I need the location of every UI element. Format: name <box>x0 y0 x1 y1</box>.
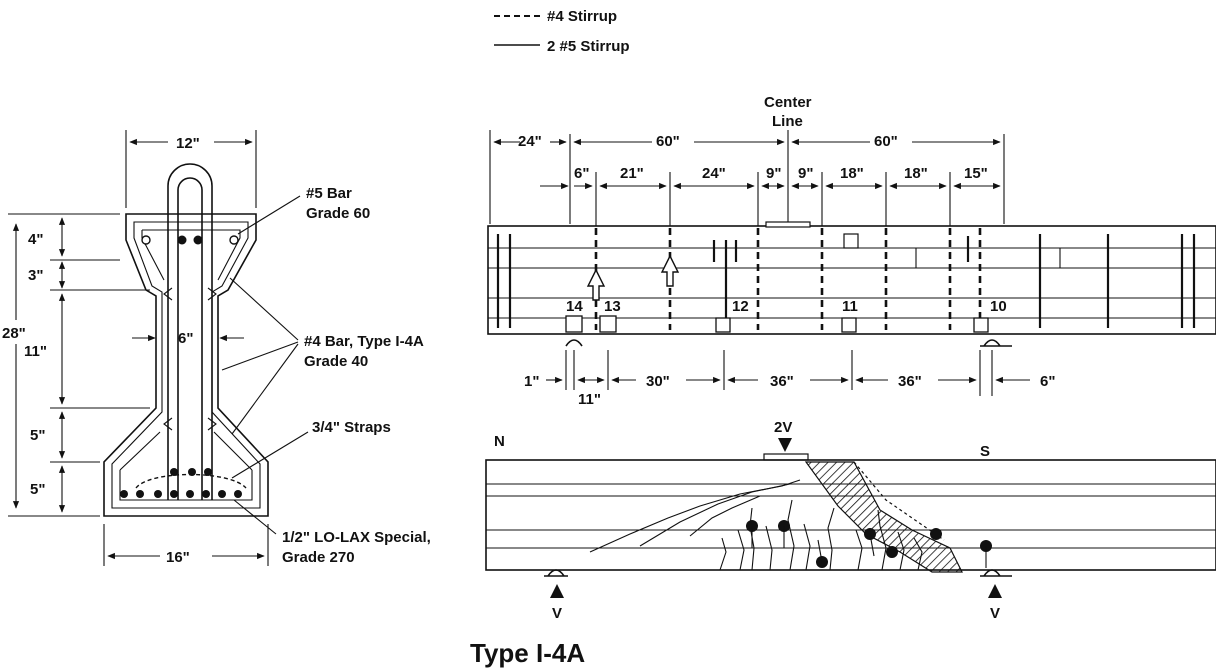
dim-stirrup-21: 21" <box>620 165 644 182</box>
center-line-label-2: Line <box>772 113 803 130</box>
dim-bottom-6: 6" <box>1040 373 1055 390</box>
failure-zone <box>804 461 963 573</box>
dim-stirrup-18-left: 18" <box>840 165 864 182</box>
cracks <box>589 479 923 571</box>
load-arrow <box>660 254 680 287</box>
reaction-left-label: V <box>552 605 562 622</box>
dim-stirrup-15: 15" <box>964 165 988 182</box>
reaction-right-label: V <box>990 605 1000 622</box>
note-strand-line1: 1/2" LO-LAX Special, <box>282 529 431 546</box>
note-straps: 3/4" Straps <box>312 419 391 436</box>
load-label: 2V <box>774 419 792 436</box>
dim-stirrup-18-right: 18" <box>904 165 928 182</box>
dim-stirrup-6: 6" <box>574 165 589 182</box>
elevation-beam <box>487 225 1216 335</box>
load-plate <box>765 221 811 228</box>
top-bar <box>177 235 187 245</box>
top-bar <box>193 235 203 245</box>
dim-stirrup-9-left: 9" <box>766 165 781 182</box>
dim-layer-2: 3" <box>28 267 43 284</box>
reaction-arrow-right <box>988 584 1002 598</box>
gauge-12: 12 <box>732 298 749 315</box>
crack-beam <box>485 459 1216 571</box>
strands <box>120 468 242 498</box>
load-arrowhead <box>778 438 792 452</box>
note-strand-line2: Grade 270 <box>282 549 355 566</box>
stirrup-dims: 6" 21" 24" 9" 9" 18" 18" 15" <box>540 165 1001 226</box>
dim-top-60-right: 60" <box>874 133 898 150</box>
support-left <box>565 339 583 347</box>
reaction-arrow-left <box>550 584 564 598</box>
dim-top-24: 24" <box>518 133 542 150</box>
gauge-13: 13 <box>604 298 621 315</box>
solid-stirrups <box>496 234 1196 328</box>
dim-layer-3: 11" <box>24 343 47 360</box>
strain-gauge-square <box>843 233 859 249</box>
crack-pattern-view: N S 2V <box>485 419 1216 622</box>
gauge-14: 14 <box>566 298 583 315</box>
legend-solid-label: 2 #5 Stirrup <box>547 38 630 55</box>
dim-stirrup-9-right: 9" <box>798 165 813 182</box>
section-outline <box>103 213 269 517</box>
north-label: N <box>494 433 505 450</box>
crack-gauges <box>746 520 992 568</box>
gauge-10: 10 <box>990 298 1007 315</box>
dim-bottom-36-right: 36" <box>898 373 922 390</box>
dim-stirrup-24: 24" <box>702 165 726 182</box>
load-plate-bottom <box>763 453 809 461</box>
load-arrow <box>586 268 606 301</box>
note-bar5-line2: Grade 60 <box>306 205 370 222</box>
bar5 <box>229 235 239 245</box>
dim-top-60-left: 60" <box>656 133 680 150</box>
note-bar5-line1: #5 Bar <box>306 185 352 202</box>
dim-top-width: 12" <box>176 135 200 152</box>
stirrup-hook <box>167 163 213 500</box>
figure-title: Type I-4A <box>470 638 585 668</box>
dim-bottom-30: 30" <box>646 373 670 390</box>
note-bar4-line2: Grade 40 <box>304 353 368 370</box>
legend: #4 Stirrup 2 #5 Stirrup <box>494 8 630 55</box>
dim-web-width: 6" <box>178 330 193 347</box>
dim-bottom-36-left: 36" <box>770 373 794 390</box>
dim-overall-height: 28" <box>2 325 26 342</box>
gauge-11: 11 <box>842 298 858 315</box>
dim-bottom-width: 16" <box>166 549 190 566</box>
section-inner-outline <box>111 221 261 509</box>
dashed-stirrups <box>594 228 982 330</box>
support-right <box>980 339 1012 347</box>
bar5 <box>141 235 151 245</box>
legend-dashed-label: #4 Stirrup <box>547 8 617 25</box>
south-label: S <box>980 443 990 460</box>
cross-section: 12" 16" 28" 4" 3" 11" 5" 5" 6" <box>2 130 431 566</box>
note-bar4-line1: #4 Bar, Type I-4A <box>304 333 424 350</box>
center-line-label-1: Center <box>764 94 812 111</box>
dim-layer-5: 5" <box>30 481 45 498</box>
dim-layer-4: 5" <box>30 427 45 444</box>
elevation-view: Center Line 24" 60" 60" <box>487 94 1216 408</box>
dim-layer-1: 4" <box>28 231 43 248</box>
dim-bottom-1: 1" <box>524 373 539 390</box>
dim-bottom-11: 11" <box>578 391 601 408</box>
